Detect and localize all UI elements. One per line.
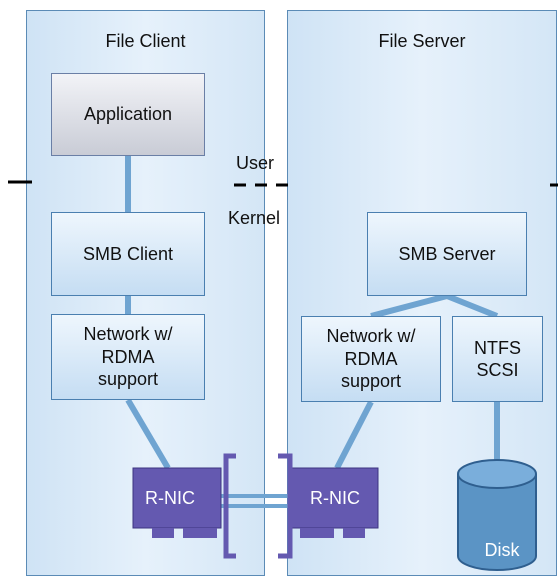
client-network-label: Network w/ RDMA support — [83, 324, 173, 390]
right-nic-card — [278, 453, 379, 559]
smb-client-label: SMB Client — [82, 243, 174, 264]
file-server-title: File Server — [378, 31, 466, 51]
file-client-title: File Client — [105, 31, 186, 51]
client-network-to-nic-link — [125, 398, 171, 470]
application-box: Application — [51, 73, 205, 156]
client-network-box: Network w/ RDMA support — [51, 314, 205, 400]
smb-server-label: SMB Server — [398, 243, 496, 264]
server-network-to-nic-link — [334, 400, 374, 470]
disk-label: Disk — [484, 540, 520, 560]
left-nic-card — [132, 453, 236, 559]
server-network-box: Network w/ RDMA support — [301, 316, 441, 402]
ntfs-scsi-label: NTFS SCSI — [474, 337, 521, 381]
smb-server-box: SMB Server — [367, 212, 527, 296]
smb-server-to-ntfs-link — [445, 293, 499, 319]
user-mode-label: User — [236, 153, 275, 173]
smb-client-box: SMB Client — [51, 212, 205, 296]
smb-server-to-network-link — [370, 293, 448, 319]
server-network-label: Network w/ RDMA support — [326, 326, 416, 392]
right-nic-label: R-NIC — [310, 488, 360, 508]
kernel-mode-label: Kernel — [228, 208, 281, 228]
application-label: Application — [83, 104, 173, 125]
disk-cylinder — [457, 459, 537, 571]
left-nic-label: R-NIC — [145, 488, 195, 508]
ntfs-scsi-box: NTFS SCSI — [452, 316, 543, 402]
